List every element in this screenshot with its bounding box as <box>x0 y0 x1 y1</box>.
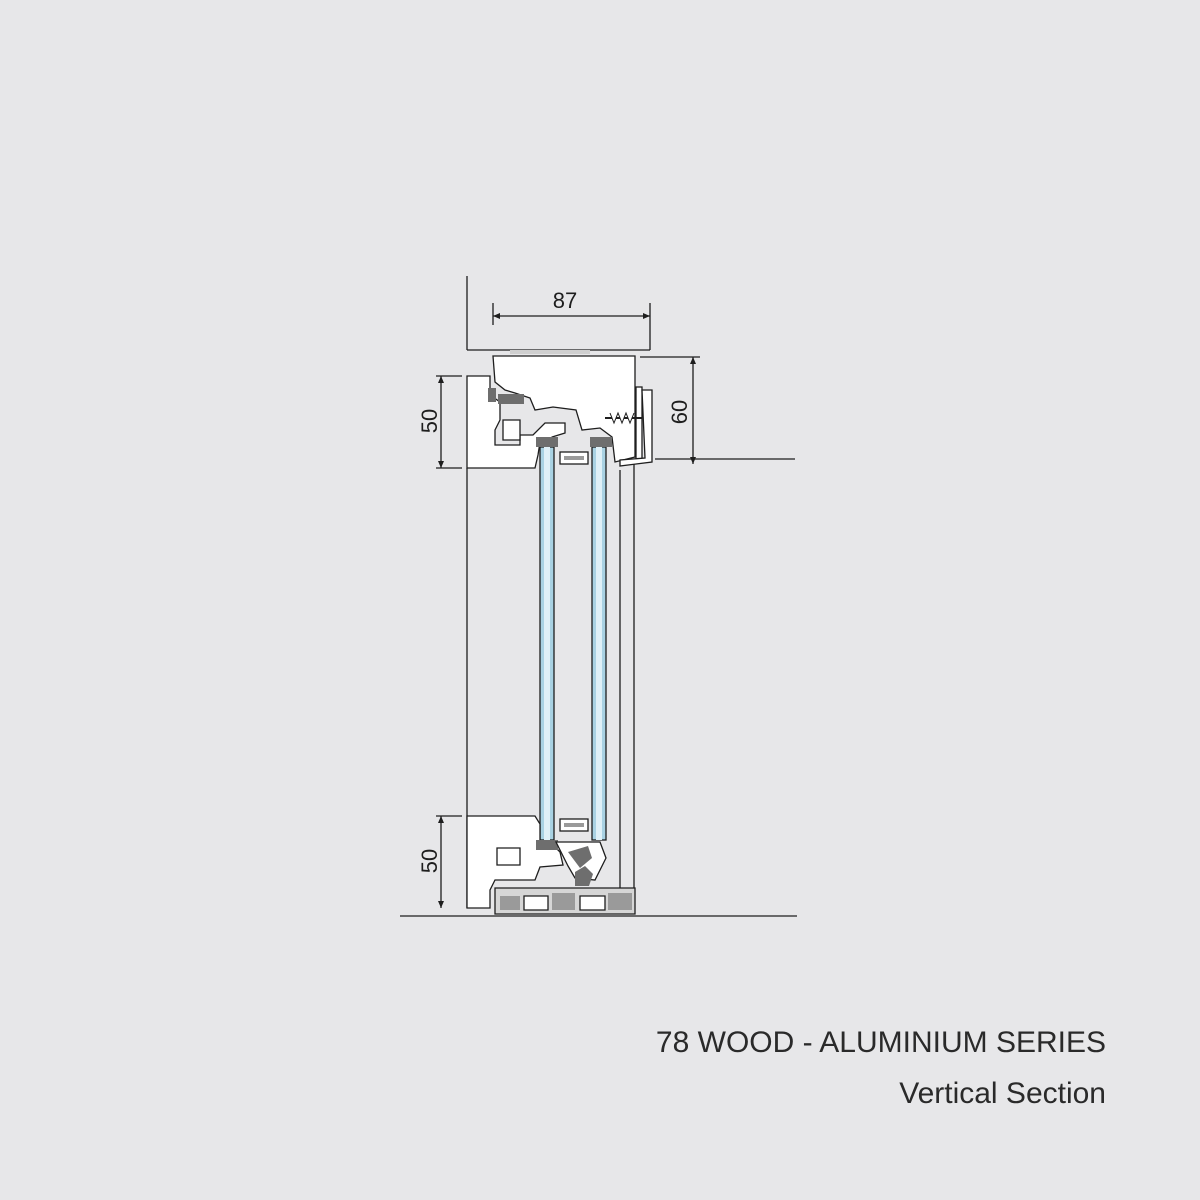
section-subtitle: Vertical Section <box>899 1077 1106 1110</box>
head-frame <box>492 350 653 467</box>
width-dimension <box>466 276 651 351</box>
head-height-dimension <box>640 356 795 464</box>
bottom-sash-height-label: 50 <box>417 849 442 873</box>
width-dimension-label: 87 <box>553 288 577 313</box>
sill-profile <box>494 866 636 915</box>
top-sash-dimension <box>436 375 462 469</box>
top-sash <box>466 375 566 469</box>
bottom-sash <box>466 815 607 909</box>
head-height-label: 60 <box>667 400 692 424</box>
top-sash-height-label: 50 <box>417 409 442 433</box>
series-title: 78 WOOD - ALUMINIUM SERIES <box>655 1026 1106 1059</box>
top-gasket <box>498 394 524 404</box>
glazing <box>536 437 612 841</box>
bottom-sash-dimension <box>436 815 462 908</box>
